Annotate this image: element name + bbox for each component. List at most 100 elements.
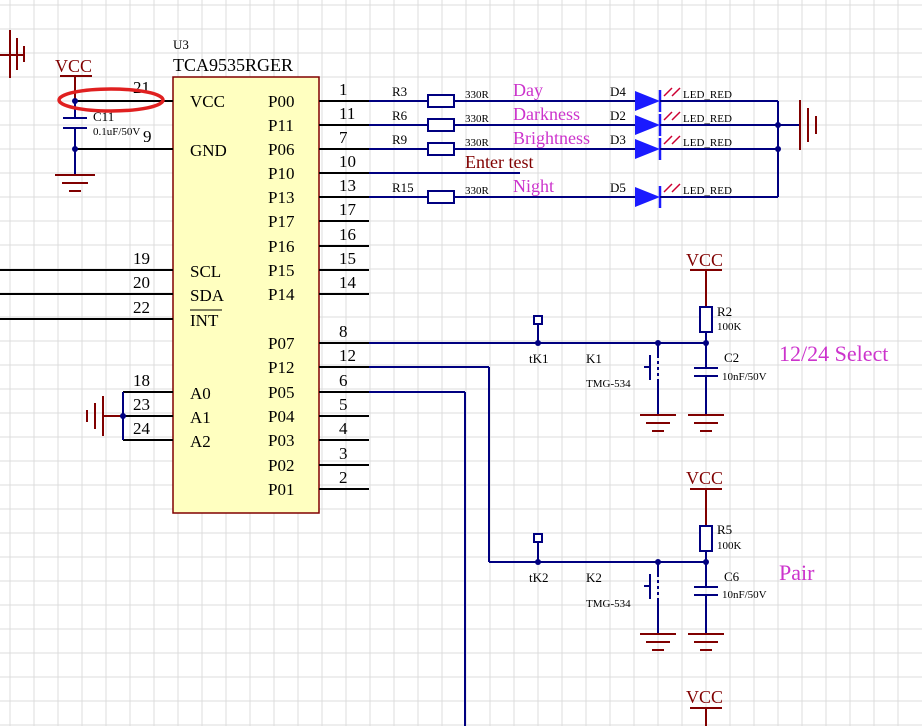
net-label-darkness: Darkness <box>513 104 580 124</box>
r3-value: 330R <box>465 89 490 101</box>
label-12-24-select: 12/24 Select <box>779 341 888 366</box>
test-point-tk1[interactable] <box>533 315 543 325</box>
pin-name-p11: P11 <box>268 116 294 135</box>
pin-name-p00: P00 <box>268 92 294 111</box>
pin-num-p14: 14 <box>339 273 357 292</box>
k2-value: TMG-534 <box>586 598 631 610</box>
r6-designator: R6 <box>392 108 408 123</box>
pin-name-scl: SCL <box>190 262 221 281</box>
tk2-label: tK2 <box>529 570 549 585</box>
label-pair: Pair <box>779 560 815 585</box>
r5-designator: R5 <box>717 522 732 537</box>
pin-num-p15: 15 <box>339 249 356 268</box>
pin-num-a0: 18 <box>133 371 150 390</box>
pin-name-p04: P04 <box>268 407 295 426</box>
pin-name-p05: P05 <box>268 383 294 402</box>
c6-designator: C6 <box>724 569 740 584</box>
net-label-night: Night <box>513 176 554 196</box>
net-label-brightness: Brightness <box>513 128 590 148</box>
pin-name-p15: P15 <box>268 261 294 280</box>
d2-value: LED_RED <box>683 113 732 125</box>
pin-name-p01: P01 <box>268 480 294 499</box>
right-pins: P001P1111P067P1010P1313P1717P1616P1515P1… <box>268 80 369 499</box>
led-d5[interactable] <box>635 187 660 207</box>
resistor-r2[interactable] <box>699 306 713 333</box>
tk1-label: tK1 <box>529 351 549 366</box>
k1-value: TMG-534 <box>586 378 631 390</box>
junction-a1 <box>120 413 126 419</box>
net-label-enter-test: Enter test <box>465 152 533 172</box>
d4-designator: D4 <box>610 84 626 99</box>
pin-num-int: 22 <box>133 298 150 317</box>
pin-name-p17: P17 <box>268 212 295 231</box>
junction-tk2 <box>535 559 541 565</box>
r6-value: 330R <box>465 113 490 125</box>
pin-name-sda: SDA <box>190 286 225 305</box>
pin-num-p12: 12 <box>339 346 356 365</box>
resistor-r3[interactable] <box>427 94 455 108</box>
junction-r5 <box>703 559 709 565</box>
pin-name-p02: P02 <box>268 456 294 475</box>
pin-name-vcc: VCC <box>190 92 225 111</box>
resistor-r9[interactable] <box>427 142 455 156</box>
chip-body[interactable] <box>172 76 320 514</box>
pin-num-p03: 4 <box>339 419 348 438</box>
resistor-r15[interactable] <box>427 190 455 204</box>
vcc-label-1: VCC <box>55 56 92 76</box>
led-d3[interactable] <box>635 139 660 159</box>
button-k2-circuit: tK2 K2 TMG-534 VCC R5 100K C6 10nF/50V P… <box>369 366 815 726</box>
pin-num-p10: 10 <box>339 152 356 171</box>
k2-designator: K2 <box>586 570 602 585</box>
pin-num-a2: 24 <box>133 419 151 438</box>
pin-num-p01: 2 <box>339 468 348 487</box>
d5-value: LED_RED <box>683 185 732 197</box>
c6-value: 10nF/50V <box>722 589 767 601</box>
vcc-label-bottom: VCC <box>686 687 723 707</box>
c11-designator: C11 <box>93 109 114 124</box>
test-point-tk2[interactable] <box>533 533 543 543</box>
led-d4[interactable] <box>635 91 660 111</box>
junction-tk1 <box>535 340 541 346</box>
pin-name-p13: P13 <box>268 188 294 207</box>
pin-name-a0: A0 <box>190 384 211 403</box>
vcc-label-k2: VCC <box>686 468 723 488</box>
resistor-r5[interactable] <box>699 525 713 552</box>
gnd-k1 <box>640 414 724 432</box>
chip-u3[interactable]: U3 TCA9535RGER 21 9 19 20 22 18 23 24 VC… <box>0 37 369 514</box>
led-d2[interactable] <box>635 115 660 135</box>
junction-vcc <box>72 98 78 104</box>
k1-designator: K1 <box>586 351 602 366</box>
resistor-r6[interactable] <box>427 118 455 132</box>
junction-k2 <box>655 559 661 565</box>
pin-name-p10: P10 <box>268 164 294 183</box>
r15-designator: R15 <box>392 180 414 195</box>
pin-num-p17: 17 <box>339 200 357 219</box>
vcc-label-k1: VCC <box>686 250 723 270</box>
pin-num-p04: 5 <box>339 395 348 414</box>
pin-num-scl: 19 <box>133 249 150 268</box>
pin-num-p05: 6 <box>339 371 348 390</box>
pin-name-p12: P12 <box>268 358 294 377</box>
pin-name-p14: P14 <box>268 285 295 304</box>
chip-part-number: TCA9535RGER <box>173 55 293 75</box>
led-section: R3 R6 R9 R15 330R 330R 330R 330R Day Dar… <box>369 80 817 208</box>
pin-name-a1: A1 <box>190 408 211 427</box>
r15-value: 330R <box>465 185 490 197</box>
r9-value: 330R <box>465 137 490 149</box>
r2-value: 100K <box>717 321 742 333</box>
junction-led-2 <box>775 122 781 128</box>
pin-name-p03: P03 <box>268 431 294 450</box>
pin-num-p13: 13 <box>339 176 356 195</box>
junction-r2 <box>703 340 709 346</box>
button-k1-circuit: tK1 K1 TMG-534 VCC R2 100K C2 10nF/50V 1… <box>369 250 888 432</box>
pin-name-int: INT <box>190 311 219 330</box>
pin-name-p07: P07 <box>268 334 295 353</box>
led-arrows <box>663 87 681 193</box>
pin-num-p16: 16 <box>339 225 356 244</box>
pin-num-p11: 11 <box>339 104 355 123</box>
d3-designator: D3 <box>610 132 626 147</box>
pin-num-p02: 3 <box>339 444 348 463</box>
pin-name-p16: P16 <box>268 237 294 256</box>
chip-designator: U3 <box>173 37 189 52</box>
